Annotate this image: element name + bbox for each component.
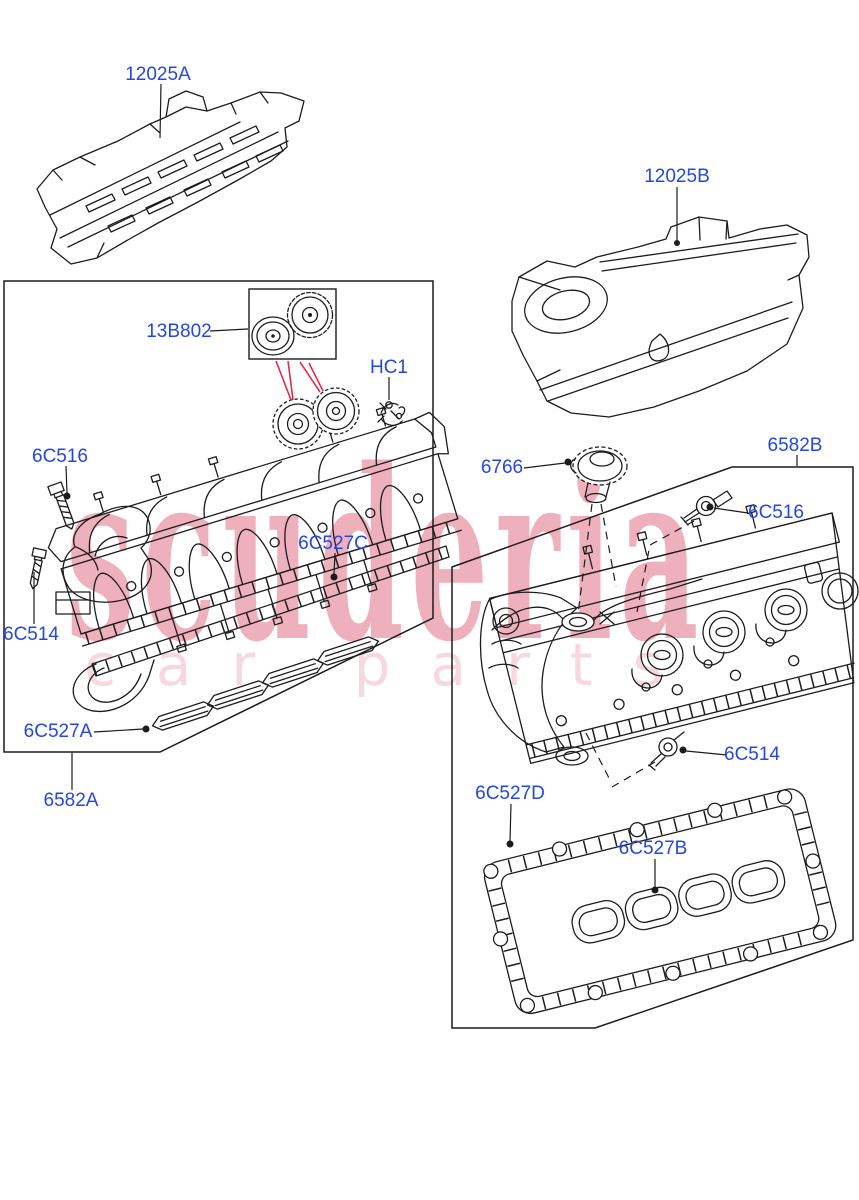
callout-labels: 12025A 12025B 13B802 HC1 6C516 6C514 6C5… — [3, 64, 822, 859]
leader-6766 — [523, 462, 566, 469]
callout-12025a[interactable]: 12025A — [125, 64, 191, 85]
part-oil-filler-cap-6766 — [569, 446, 628, 504]
callout-6582b[interactable]: 6582B — [768, 435, 823, 456]
callout-6766[interactable]: 6766 — [481, 457, 523, 478]
callout-6c516-left[interactable]: 6C516 — [32, 446, 88, 467]
part-cam-cover-right — [488, 504, 857, 765]
inset-box-13b802 — [248, 288, 337, 360]
part-sensor-6c516-right — [680, 490, 733, 526]
callout-6c527b[interactable]: 6C527B — [619, 838, 688, 859]
leader-6c527d — [509, 803, 512, 842]
callout-6c516-right[interactable]: 6C516 — [748, 502, 804, 523]
right-assembly-box — [451, 466, 854, 1029]
leader-6c516-left — [65, 465, 68, 494]
part-clip-hc1 — [377, 401, 406, 427]
callout-6c514-left[interactable]: 6C514 — [3, 624, 59, 645]
leader-6c516-right — [713, 507, 749, 514]
part-cam-seals-6c527b — [571, 860, 786, 944]
left-assembly-box — [3, 280, 434, 753]
cap-installed-2 — [312, 387, 360, 435]
part-gasket-6c527d — [483, 788, 837, 1015]
leader-6c527a — [93, 728, 144, 733]
callout-13b802[interactable]: 13B802 — [146, 321, 212, 342]
leader-lines — [33, 83, 798, 894]
part-engine-cover-12025b — [511, 216, 810, 418]
callout-6c527a[interactable]: 6C527A — [24, 721, 93, 742]
callout-6c514-right[interactable]: 6C514 — [724, 744, 780, 765]
alignment-dashes-6c514 — [611, 761, 656, 788]
callout-6582a[interactable]: 6582A — [44, 790, 99, 811]
part-bolt-6c514-left — [29, 547, 48, 590]
cover-left-bracket — [55, 505, 152, 615]
part-gasket-6c527c — [72, 545, 450, 713]
part-sensor-6c514-right — [648, 731, 685, 771]
leader-12025a — [159, 83, 162, 139]
part-cam-cover-left — [47, 406, 462, 653]
alignment-dashes-6766 — [577, 503, 617, 783]
callout-hc1[interactable]: HC1 — [370, 357, 408, 378]
red-leader-lines-13b802 — [275, 360, 324, 401]
part-bolt-6c516-left — [47, 481, 75, 530]
callout-6c527c[interactable]: 6C527C — [298, 533, 368, 554]
part-insulator-12025a — [36, 90, 305, 265]
leader-6c527c — [333, 552, 336, 575]
alignment-dashes-6c516 — [636, 520, 695, 613]
callout-12025b[interactable]: 12025B — [644, 166, 710, 187]
cover-right-bracket — [479, 578, 703, 766]
leader-13b802 — [209, 328, 249, 332]
leader-6c514-right — [685, 750, 728, 756]
callout-6c527d[interactable]: 6C527D — [475, 783, 545, 804]
cover-ports — [631, 572, 859, 692]
part-seal-strips-6c527a — [151, 636, 380, 731]
